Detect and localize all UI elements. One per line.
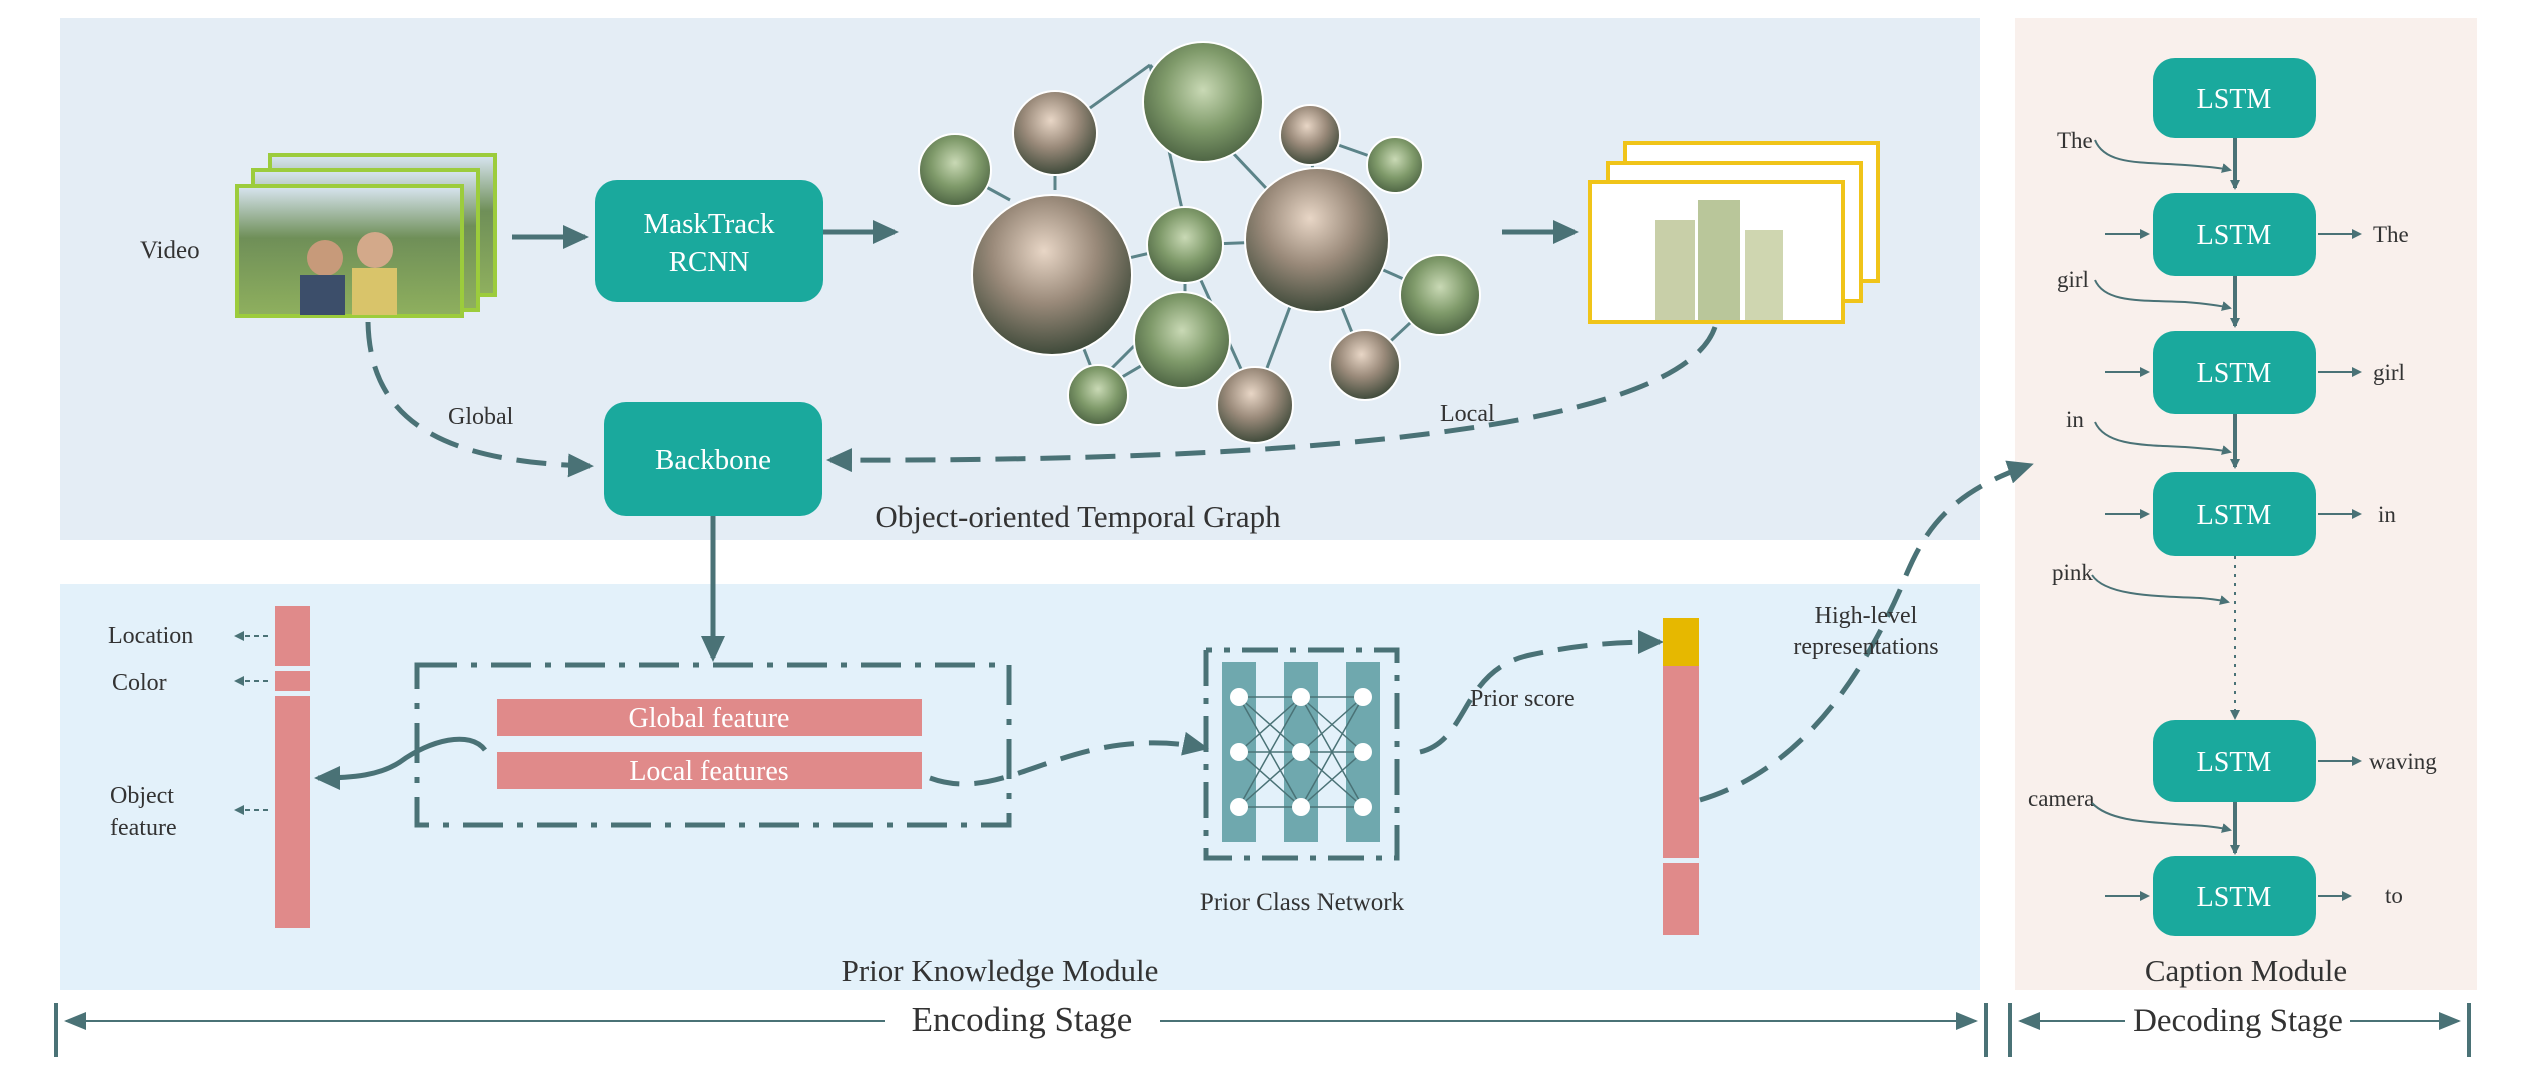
high-level-representation-column bbox=[1663, 618, 1699, 935]
lstm-label-3: LSTM bbox=[2197, 500, 2272, 531]
global-feature-label: Global feature bbox=[629, 703, 790, 734]
caption-panel-title: Caption Module bbox=[2145, 953, 2347, 988]
prior-score-label: Prior score bbox=[1470, 686, 1575, 712]
object-feature-column bbox=[275, 606, 310, 928]
lstm-block-5 bbox=[2153, 856, 2316, 936]
lstm-block-3 bbox=[2153, 472, 2316, 556]
arrow-network-to-score bbox=[1419, 630, 1664, 755]
color-label: Color bbox=[112, 670, 167, 696]
input-arrow-1 bbox=[2094, 279, 2232, 311]
input-word-1: girl bbox=[2057, 267, 2089, 292]
high-level-label-line1: High-level bbox=[1815, 603, 1918, 629]
video-label: Video bbox=[140, 237, 200, 264]
masktrack-rcnn-box bbox=[595, 180, 823, 302]
video-frames bbox=[235, 153, 497, 318]
masktrack-label-line2: RCNN bbox=[669, 246, 750, 278]
graph-panel-title: Object-oriented Temporal Graph bbox=[875, 499, 1281, 534]
prior-class-network-label: Prior Class Network bbox=[1200, 889, 1405, 916]
input-word-2: in bbox=[2066, 407, 2084, 432]
input-arrow-0 bbox=[2094, 139, 2232, 173]
object-graph-nodes bbox=[918, 41, 1481, 444]
lstm-block-2 bbox=[2153, 331, 2316, 414]
decoding-label-bg bbox=[2125, 1002, 2350, 1040]
object-feature-label-line1: Object bbox=[110, 783, 174, 809]
lstm-block-1 bbox=[2153, 193, 2316, 276]
lstm-block-0 bbox=[2153, 58, 2316, 138]
input-arrow-3 bbox=[2091, 574, 2230, 605]
arrow-representations-to-decoder bbox=[1699, 460, 2034, 803]
global-label: Global bbox=[448, 404, 514, 430]
arrow-features-to-network bbox=[929, 731, 1209, 787]
local-label: Local bbox=[1440, 401, 1495, 427]
lstm-label-2: LSTM bbox=[2197, 358, 2272, 389]
lstm-label-4: LSTM bbox=[2197, 747, 2272, 778]
local-features-label: Local features bbox=[629, 756, 788, 787]
global-dashed-arrow bbox=[365, 321, 594, 478]
output-word-1: girl bbox=[2373, 360, 2405, 385]
output-word-4: to bbox=[2385, 883, 2403, 908]
feature-container bbox=[414, 662, 1012, 828]
lstm-label-1: LSTM bbox=[2197, 220, 2272, 251]
local-dashed-arrow bbox=[826, 326, 1718, 473]
location-label: Location bbox=[108, 623, 193, 649]
masktrack-label-line1: MaskTrack bbox=[643, 208, 775, 240]
lstm-label-5: LSTM bbox=[2197, 882, 2272, 913]
high-level-label-line2: representations bbox=[1793, 634, 1938, 660]
prior-panel-title: Prior Knowledge Module bbox=[842, 953, 1159, 988]
output-word-3: waving bbox=[2369, 749, 2437, 774]
input-arrow-4 bbox=[2091, 802, 2232, 833]
encoding-stage-label: Encoding Stage bbox=[912, 1000, 1133, 1039]
backbone-box bbox=[604, 402, 822, 516]
input-word-3: pink bbox=[2052, 560, 2093, 585]
lstm-label-0: LSTM bbox=[2197, 84, 2272, 115]
output-word-2: in bbox=[2378, 502, 2396, 527]
local-features-bar bbox=[497, 752, 922, 789]
arrow-features-to-object-feature bbox=[314, 736, 487, 790]
input-arrow-2 bbox=[2094, 421, 2232, 455]
encoding-label-bg bbox=[885, 1002, 1160, 1040]
object-feature-label-line2: feature bbox=[110, 815, 177, 841]
prior-class-network bbox=[1203, 647, 1400, 861]
lstm-block-4 bbox=[2153, 720, 2316, 802]
local-object-frames bbox=[1588, 141, 1880, 324]
backbone-label: Backbone bbox=[655, 444, 771, 476]
input-word-4: camera bbox=[2028, 786, 2094, 811]
input-word-0: The bbox=[2057, 128, 2093, 153]
global-feature-bar bbox=[497, 699, 922, 736]
decoding-stage-label: Decoding Stage bbox=[2133, 1003, 2343, 1039]
output-word-0: The bbox=[2373, 222, 2409, 247]
